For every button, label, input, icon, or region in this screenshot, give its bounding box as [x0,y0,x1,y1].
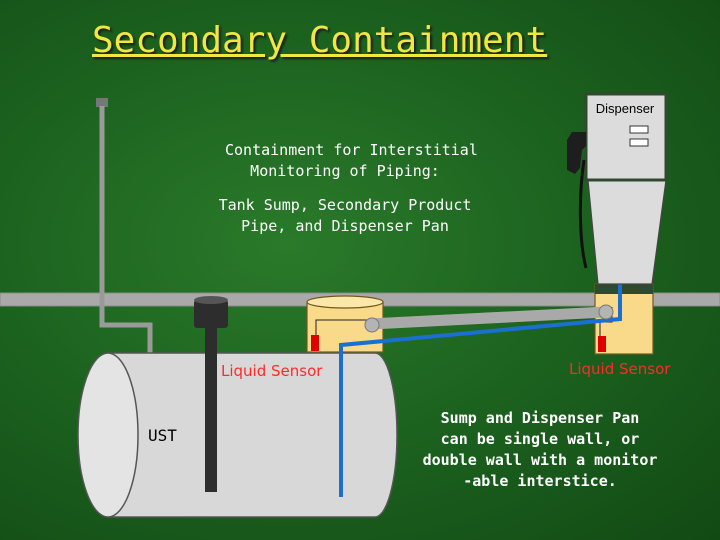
vent-pipe [96,98,153,355]
dispenser-liquid-sensor [598,336,606,352]
containment-caption: Containment for Interstitial Monitoring … [225,141,478,180]
dispenser-label: Dispenser [595,101,655,116]
sump-fitting [364,317,380,333]
pan-fitting [598,304,614,320]
hose [578,159,588,269]
fill-pipe [194,296,228,492]
secondary-pipe [364,306,612,330]
tank-liquid-sensor [311,335,319,351]
product-pipe [339,282,622,497]
components-caption: Tank Sump, Secondary Product Pipe, and D… [218,196,472,235]
slide-title: Secondary Containment [92,20,548,61]
dispenser [567,92,668,285]
sump-note-caption: Sump and Dispenser Pan can be single wal… [422,409,658,490]
nozzle-icon [567,132,586,174]
storage-tank [77,352,398,518]
tank-sensor-label: Liquid Sensor [221,362,323,380]
ust-label: UST [148,426,177,445]
dispenser-sensor-label: Liquid Sensor [569,360,671,378]
